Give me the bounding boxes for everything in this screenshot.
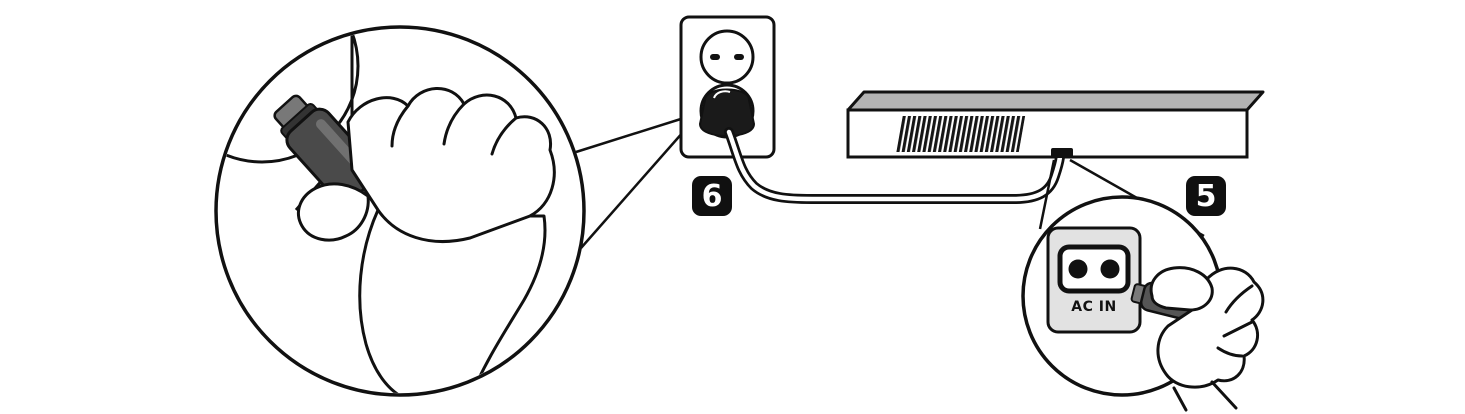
plug-in-socket <box>698 88 756 137</box>
magnifier-right: AC IN <box>1021 195 1265 412</box>
unit-top-face <box>846 90 1265 112</box>
main-unit-icon <box>846 90 1265 159</box>
thumb <box>1149 266 1214 312</box>
badge-5-number: 5 <box>1196 179 1217 214</box>
hand-holding-plug-icon <box>297 87 556 243</box>
ac-inlet-icon <box>1057 244 1131 294</box>
ac-inlet-notch <box>1051 148 1073 158</box>
ventilation-grille-icon <box>894 116 1026 152</box>
magnifier-left-circle <box>214 25 586 397</box>
magnifier-left <box>214 25 586 397</box>
hand-holding-connector-icon <box>1149 266 1265 412</box>
inlet-hole-right <box>1100 259 1120 279</box>
step-badge-5: 5 <box>1186 176 1226 216</box>
ac-in-panel: AC IN <box>1046 226 1142 334</box>
palm-and-arm <box>358 208 547 393</box>
step-badge-6: 6 <box>692 176 732 216</box>
badge-5-background <box>1186 176 1226 216</box>
thumb <box>297 182 370 242</box>
outlet-socket-bottom <box>698 83 756 139</box>
badge-6-background <box>692 176 732 216</box>
leader-lines-left <box>575 116 685 249</box>
wall-outlet-icon <box>679 15 776 159</box>
outlet-socket-top <box>699 29 755 85</box>
inlet-hole-left <box>1068 259 1088 279</box>
power-cord-icon <box>724 127 1073 204</box>
ac-in-label: AC IN <box>1071 299 1116 315</box>
badge-6-number: 6 <box>702 179 723 214</box>
